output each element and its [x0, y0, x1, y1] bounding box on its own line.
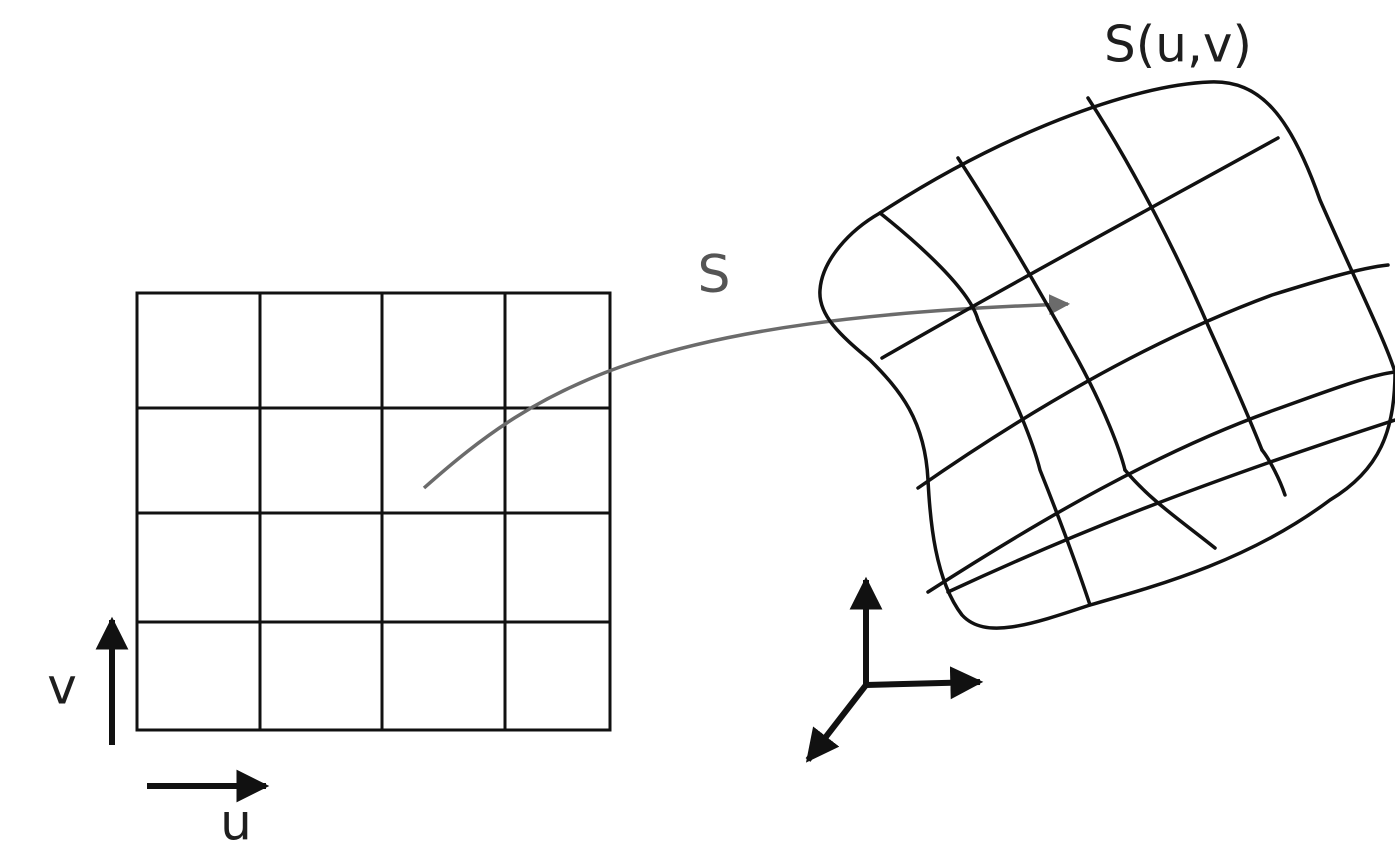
surface-grid-curve [1123, 468, 1217, 550]
surface-grid-curve [1260, 448, 1287, 497]
surface-grid-curve [880, 136, 1280, 360]
uv-axes [95, 616, 270, 803]
u-axis-label: u [220, 794, 252, 846]
mapping-arrow [422, 294, 1071, 490]
y-axis-arrow [805, 683, 869, 763]
surface-grid-curve [916, 263, 1390, 490]
v-axis-label: v [47, 658, 77, 716]
surface-grid-curve [956, 156, 1127, 472]
x-axis-arrow [865, 666, 984, 700]
surface-grid-curve [878, 211, 980, 322]
mapped-surface [818, 80, 1395, 630]
parameter-domain-grid [135, 291, 612, 732]
surface-grid-curve [976, 318, 1092, 607]
mapping-label: S [697, 245, 730, 305]
surface-grid-curve [946, 418, 1395, 594]
surface-grid-curve [1086, 96, 1264, 452]
xyz-axes [805, 576, 984, 763]
surface-label: S(u,v) [1104, 16, 1252, 74]
surface-outline [818, 80, 1395, 630]
surface-grid-curve [926, 370, 1395, 594]
